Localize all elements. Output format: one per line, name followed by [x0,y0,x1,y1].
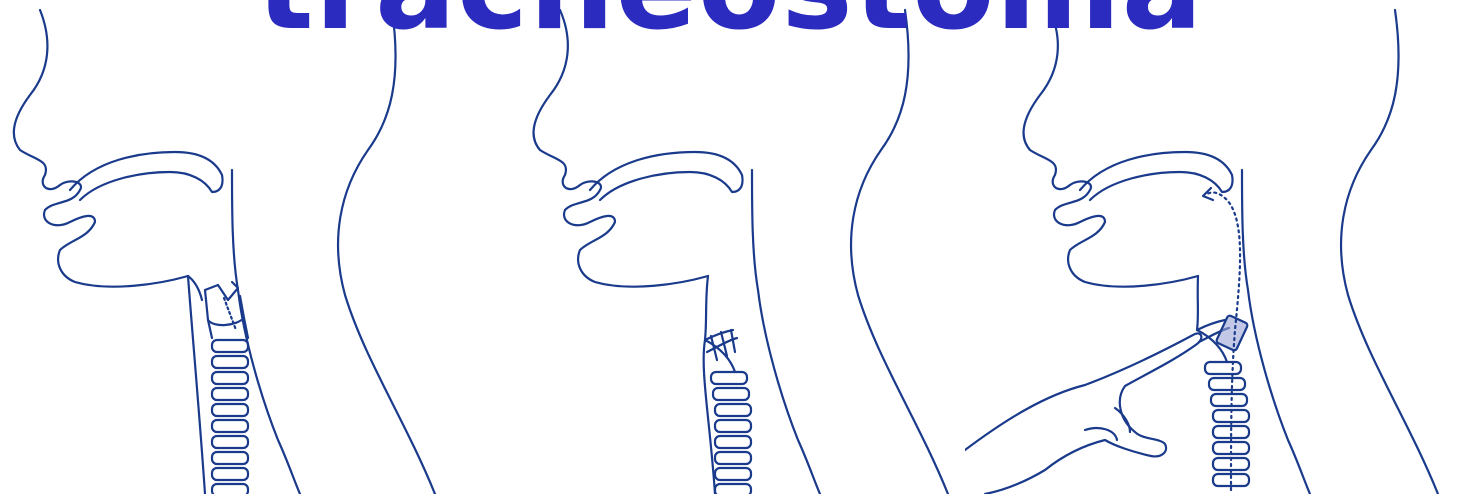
diagram-title: tracheostoma [0,0,1460,48]
face-profile-outline [14,10,188,287]
trachea-rings [212,340,248,494]
pharynx-back-wall [1242,170,1310,494]
palate-outline [590,152,743,200]
pharynx-back-wall [752,170,820,494]
neck-front-outline [704,276,715,494]
larynx-outline [205,282,244,325]
panel-2-tracheostoma [485,0,985,494]
neck-front-outline [1197,276,1198,330]
thumb-outline [1085,428,1117,440]
neck-back-outline [1341,10,1438,494]
palate-outline [70,152,223,200]
panel-1-drawing [0,0,500,494]
trachea-rings [705,330,751,494]
panel-2-drawing [485,0,985,494]
finger-crease [1115,408,1130,432]
pharynx-back-wall [232,170,300,494]
panel-1-neck-profile [0,0,500,494]
neck-back-outline [338,10,435,494]
panel-3-drawing [965,0,1460,494]
neck-front-outline [188,276,205,494]
neck-back-outline [851,10,948,494]
hand-outline [965,333,1201,494]
panel-3-speech-occlusion [965,0,1460,494]
